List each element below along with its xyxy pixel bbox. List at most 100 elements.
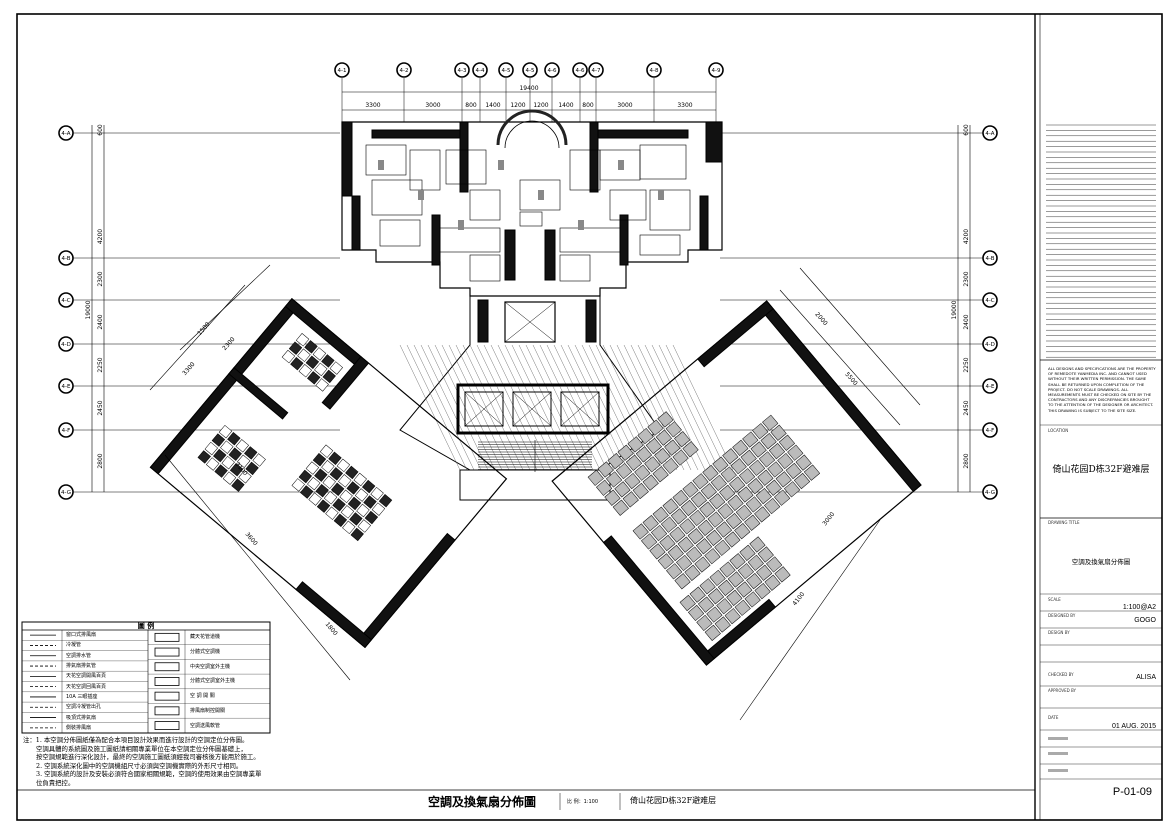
ceiling-tile <box>783 481 801 498</box>
ceiling-tile <box>319 444 334 458</box>
ceiling-tile <box>637 427 654 445</box>
left-axis-3: 4-D <box>58 336 74 352</box>
ceiling-tile <box>321 354 335 368</box>
ceiling-tile <box>737 486 754 503</box>
ceiling-tile <box>235 439 249 453</box>
ceiling-tile <box>336 458 351 473</box>
svg-text:4-1: 4-1 <box>338 68 347 74</box>
left-dim-1: 4200 <box>97 229 104 244</box>
ceiling-tile <box>694 556 711 573</box>
ceiling-tile <box>314 362 328 377</box>
right-dim-5: 2450 <box>963 400 970 415</box>
ceiling-tile <box>290 356 304 371</box>
ceiling-tile <box>657 553 674 570</box>
ceiling-tile <box>652 506 669 523</box>
ceiling-tile <box>687 528 704 545</box>
dim-top-9: 3300 <box>677 102 692 109</box>
scale-value: 1:100@A2 <box>1122 604 1156 611</box>
ceiling-tile <box>764 574 781 591</box>
dim-top-8: 3000 <box>617 102 632 109</box>
ceiling-tile <box>291 478 305 492</box>
ceiling-tile <box>642 515 659 532</box>
east-wing-plan <box>551 300 922 666</box>
ceiling-tile <box>768 443 786 460</box>
ceiling-tile <box>329 361 343 375</box>
ceiling-tile <box>340 505 355 519</box>
ceiling-tile <box>650 524 668 542</box>
location-label: LOCATION <box>1048 428 1069 433</box>
ceiling-tile <box>587 469 604 486</box>
ceiling-tile <box>677 536 694 553</box>
ceiling-tile <box>736 581 753 598</box>
dim-top-7: 800 <box>582 102 594 109</box>
ceiling-tile <box>682 481 699 498</box>
legend-symbol <box>154 647 180 657</box>
ceiling-panel <box>469 189 501 221</box>
ceiling-tile <box>353 472 367 487</box>
ceiling-tile <box>755 487 772 505</box>
svg-text:4-5: 4-5 <box>502 68 511 74</box>
ceiling-tile <box>662 457 679 475</box>
ceiling-tile <box>222 471 237 485</box>
ceiling-panel <box>469 254 501 282</box>
ceiling-tile <box>676 554 693 572</box>
ceiling-tile <box>695 538 713 555</box>
svg-text:4-D: 4-D <box>985 342 995 348</box>
ceiling-tile <box>662 498 679 515</box>
ceiling-tile <box>220 440 234 454</box>
ceiling-tile <box>689 509 706 527</box>
ac-vent <box>378 160 384 170</box>
ceiling-tile <box>357 519 372 533</box>
ceiling-tile <box>346 481 360 495</box>
legend-symbol <box>154 677 180 686</box>
legend-item-left-9: 側裝排風扇 <box>66 724 92 731</box>
ceiling-tile <box>747 554 764 571</box>
ceiling-tile <box>314 468 328 482</box>
legend-header: 圖 例 <box>137 622 155 630</box>
ceiling-tile <box>699 578 716 595</box>
grid-axis-top-10: 4-9 <box>708 62 724 78</box>
legend-item-left-1: 冷凝管 <box>66 642 82 649</box>
west-wing-dimensions <box>149 264 351 681</box>
ceiling-tile <box>322 369 336 384</box>
ceiling-tile <box>312 347 327 361</box>
legend-item-left-7: 空調冷凝管出孔 <box>66 704 102 711</box>
ceiling-tile <box>774 566 791 583</box>
ceiling-tile <box>795 454 812 471</box>
ceiling-tile <box>793 472 811 490</box>
right-axis-3: 4-D <box>982 336 998 352</box>
ceiling-tile <box>803 464 821 481</box>
ceiling-tile <box>719 561 736 578</box>
ceiling-tile <box>211 433 226 447</box>
ceiling-tile <box>737 563 754 580</box>
ceiling-tile <box>614 481 631 498</box>
right-dim-overall: 19000 <box>951 300 958 319</box>
legend-item-left-3: 排氣扇排氣管 <box>66 663 97 670</box>
ceiling-tile <box>657 411 674 428</box>
ceiling-tile <box>299 485 314 499</box>
ceiling-tile <box>635 446 653 463</box>
ceiling-tile <box>762 414 779 431</box>
ceiling-tile <box>687 604 705 622</box>
ceiling-tile <box>706 606 723 623</box>
ceiling-tile <box>722 448 739 465</box>
ceiling-tile <box>347 496 362 511</box>
ceiling-tile <box>757 469 774 486</box>
ceiling-tile <box>732 439 749 456</box>
right-dim-3: 2400 <box>963 314 970 329</box>
right-axis-6: 4-G <box>982 484 998 500</box>
ceiling-tile <box>707 588 725 605</box>
ceiling-tile <box>689 586 706 603</box>
wing-dim-6: 2000 <box>813 311 829 327</box>
ceiling-tile <box>322 475 336 489</box>
ac-vent <box>578 220 584 230</box>
ac-vent <box>458 220 464 230</box>
left-dim-3: 2400 <box>97 314 104 329</box>
ceiling-tile <box>757 546 774 563</box>
ceiling-tile <box>714 616 731 633</box>
svg-text:4-E: 4-E <box>986 384 995 390</box>
svg-text:4-B: 4-B <box>61 256 70 262</box>
left-axis-5: 4-F <box>58 422 74 438</box>
svg-text:4-E: 4-E <box>62 384 71 390</box>
dim-overall-top: 19400 <box>519 85 538 92</box>
